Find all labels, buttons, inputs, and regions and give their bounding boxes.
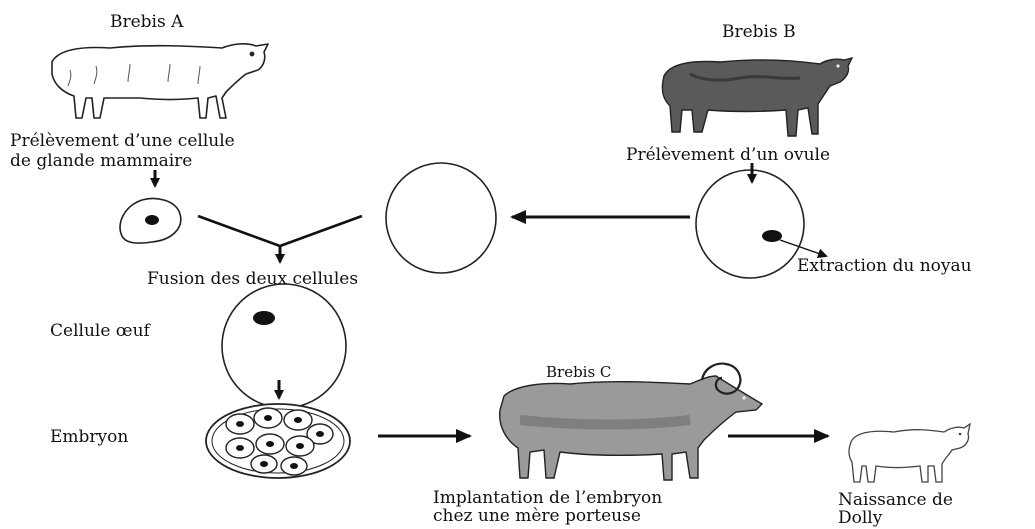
sheep-c-illustration: [500, 364, 762, 480]
ovule-nucleus: [762, 230, 782, 242]
egg-cell-nucleus: [253, 311, 275, 325]
dolly-illustration: [849, 424, 970, 482]
sheep-b-illustration: [662, 58, 852, 136]
fusion-line-right: [280, 216, 362, 246]
enucleated-ovule: [386, 163, 496, 273]
mammary-cell-nucleus: [145, 215, 159, 225]
embryo: [206, 404, 350, 478]
egg-cell: [222, 284, 346, 408]
fusion-line-left: [198, 216, 280, 246]
ovule-b: [696, 170, 804, 278]
mammary-cell: [120, 199, 181, 244]
sheep-a-illustration: [52, 44, 268, 118]
